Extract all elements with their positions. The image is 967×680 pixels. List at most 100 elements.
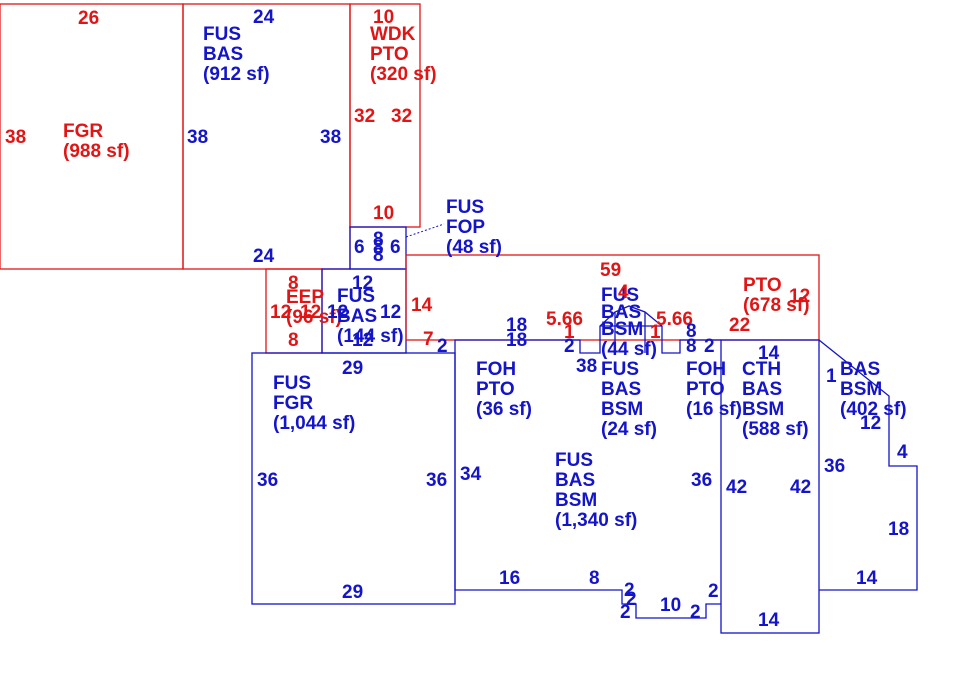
area-line: (912 sf) [203, 64, 270, 85]
dimension-label: 22 [729, 315, 750, 336]
dimension-label: 8 [288, 330, 299, 351]
dimension-label: 4 [618, 282, 629, 303]
dimension-label: 8 [589, 568, 600, 589]
dimension-label: 8 [686, 336, 697, 357]
bsm-44-bay [600, 312, 662, 353]
dimension-label: 12 [300, 302, 321, 323]
dimension-label: 8 [373, 229, 384, 250]
dimension-label: 18 [888, 519, 909, 540]
dimension-label: 26 [78, 8, 99, 29]
dimension-labels: 26 38 24 38 38 24 10 32 32 10 8 6 8 6 8 … [5, 7, 909, 631]
dimension-label: 12 [352, 273, 373, 294]
area-line: BAS [555, 470, 595, 491]
area-line: FUS [337, 286, 375, 307]
area-line: FUS [555, 450, 593, 471]
dimension-label: 10 [660, 595, 681, 616]
dimension-label: 8 [288, 273, 299, 294]
dimension-label: 7 [423, 329, 434, 350]
area-line: FUS [446, 197, 484, 218]
pto-678-outline [405, 254, 820, 341]
area-line: (402 sf) [840, 399, 907, 420]
area-line: PTO [686, 379, 725, 400]
area-line: PTO [476, 379, 515, 400]
fop-leader-line [405, 223, 445, 238]
dimension-label: 2 [437, 336, 448, 357]
area-line: BAS [601, 379, 641, 400]
area-label: EEP(96 sf) [286, 287, 342, 328]
dimension-label: 18 [506, 315, 527, 336]
dimension-label: 2 [624, 580, 635, 601]
dimension-label: 18 [506, 330, 527, 351]
dimension-label: 1 [650, 322, 661, 343]
area-line: (24 sf) [601, 419, 657, 440]
dimension-label: 29 [342, 358, 363, 379]
area-line: BSM [555, 490, 597, 511]
area-line: BAS [601, 302, 641, 323]
dimension-label: 12 [352, 330, 373, 351]
area-line: BAS [840, 359, 880, 380]
dimension-label: 34 [460, 464, 482, 485]
dimension-label: 42 [790, 477, 811, 498]
dimension-label: 2 [704, 336, 715, 357]
dimension-label: 36 [257, 470, 278, 491]
dimension-label: 36 [691, 470, 712, 491]
area-label: PTO(678 sf) [743, 275, 810, 316]
dimension-label: 24 [253, 246, 275, 267]
dimension-label: 36 [824, 456, 845, 477]
area-line: (16 sf) [686, 399, 742, 420]
area-line: PTO [370, 44, 409, 65]
area-line: BSM [742, 399, 784, 420]
area-line: (48 sf) [446, 237, 502, 258]
area-line: FUS [601, 285, 639, 306]
dimension-label: 8 [686, 321, 697, 342]
dimension-label: 12 [380, 302, 401, 323]
dimension-label: 42 [726, 477, 747, 498]
dimension-label: 24 [253, 7, 275, 28]
dimension-label: 12 [270, 302, 291, 323]
dimension-label: 14 [856, 568, 878, 589]
dimension-label: 14 [411, 295, 433, 316]
dimension-label: 38 [5, 127, 26, 148]
area-line: (320 sf) [370, 64, 437, 85]
dimension-label: 5.66 [546, 309, 583, 330]
dimension-label: 16 [499, 568, 520, 589]
area-line: BSM [601, 319, 643, 340]
dimension-label: 8 [373, 245, 384, 266]
dimension-label: 14 [758, 343, 780, 364]
area-line: (678 sf) [743, 295, 810, 316]
dimension-label: 36 [426, 470, 447, 491]
dimension-label: 1 [826, 366, 837, 387]
dimension-label: 12 [860, 413, 881, 434]
area-line: FUS [273, 373, 311, 394]
dimension-label: 29 [342, 582, 363, 603]
dimension-label: 5.66 [656, 309, 693, 330]
area-line: EEP [286, 287, 324, 308]
dimension-label: 8 [373, 237, 384, 258]
dimension-label: 38 [320, 127, 341, 148]
area-line: (36 sf) [476, 399, 532, 420]
dimension-label: 38 [187, 127, 208, 148]
dimension-label: 10 [373, 7, 394, 28]
dimension-label: 2 [620, 602, 631, 623]
dimension-label: 59 [600, 260, 621, 281]
area-line: BSM [601, 399, 643, 420]
area-line: BAS [742, 379, 782, 400]
area-line: CTH [742, 359, 781, 380]
area-line: FUS [601, 359, 639, 380]
dimension-label: 32 [354, 106, 375, 127]
cth-bas-bsm-outline [720, 339, 820, 634]
area-line: BSM [840, 379, 882, 400]
area-label: FGR(988 sf) [63, 121, 130, 162]
bas-bsm-402-outline [818, 339, 918, 591]
